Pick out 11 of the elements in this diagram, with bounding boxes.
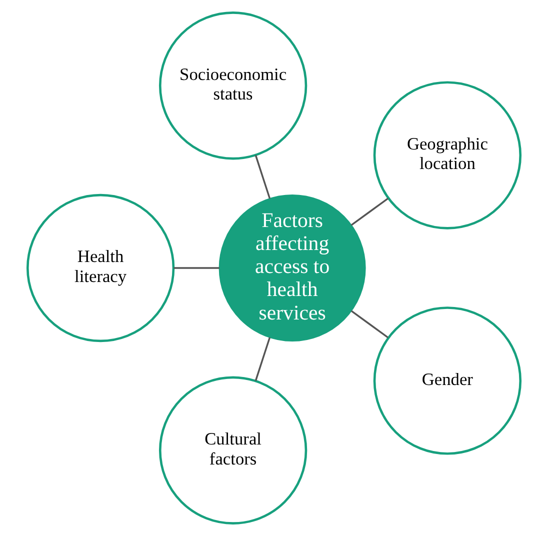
node-circle: Factors affecting access to health services (218, 194, 366, 342)
connector (174, 267, 220, 269)
connector (350, 310, 389, 338)
node-circle: Gender (373, 306, 522, 455)
connector (350, 198, 389, 226)
node-circle: Cultural factors (158, 376, 308, 524)
connector (254, 337, 271, 382)
node-circle: Socioeconomic status (158, 12, 308, 160)
connector (254, 154, 271, 199)
node-circle: Geographic location (373, 81, 522, 230)
node-circle: Health literacy (26, 194, 175, 342)
